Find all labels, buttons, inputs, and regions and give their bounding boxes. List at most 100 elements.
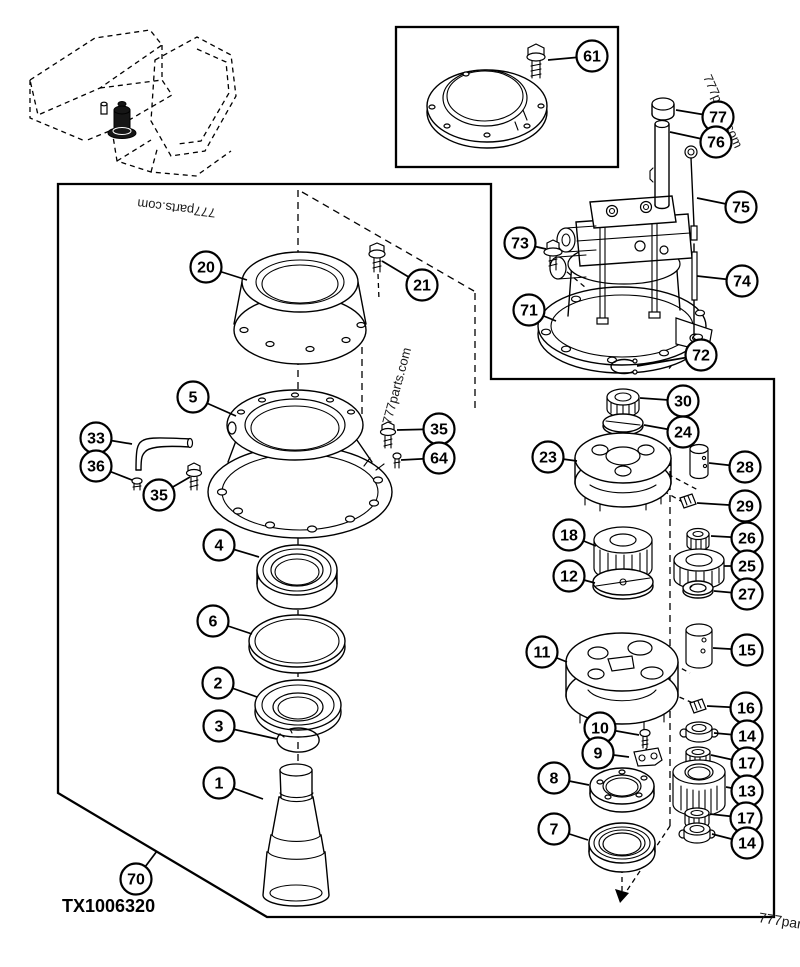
callout-circle-35[interactable] [142, 478, 176, 512]
callout-number-18: 18 [560, 528, 578, 545]
bolt-21-part [368, 242, 386, 273]
callout-circle-9[interactable] [581, 736, 615, 770]
callout-circle-64[interactable] [422, 441, 456, 475]
callout-circle-5[interactable] [176, 380, 210, 414]
callout-75-3[interactable]: 75 [724, 190, 758, 224]
callout-number-1: 1 [215, 776, 224, 793]
callout-27-29[interactable]: 27 [730, 577, 764, 611]
callout-17-42[interactable]: 17 [729, 801, 763, 835]
callout-30-22[interactable]: 30 [666, 384, 700, 418]
callout-circle-72[interactable] [684, 338, 718, 372]
callout-29-26[interactable]: 29 [728, 489, 762, 523]
callout-3-19[interactable]: 3 [202, 709, 236, 743]
callout-circle-29[interactable] [728, 489, 762, 523]
fitting-64-part [392, 452, 402, 469]
pin-28-part [689, 443, 709, 480]
callout-number-33: 33 [87, 431, 105, 448]
seal-2-part [254, 679, 342, 738]
callout-circle-73[interactable] [503, 226, 537, 260]
callout-18-30[interactable]: 18 [552, 518, 586, 552]
callout-circle-21[interactable] [405, 268, 439, 302]
callout-64-15[interactable]: 64 [422, 441, 456, 475]
callout-33-11[interactable]: 33 [79, 421, 113, 455]
callout-15-33[interactable]: 15 [730, 633, 764, 667]
callout-36-12[interactable]: 36 [79, 449, 113, 483]
callout-circle-75[interactable] [724, 190, 758, 224]
callout-1-20[interactable]: 1 [202, 766, 236, 800]
callout-61-0[interactable]: 61 [575, 39, 609, 73]
callout-circle-6[interactable] [196, 604, 230, 638]
callout-circle-27[interactable] [730, 577, 764, 611]
callout-23-24[interactable]: 23 [531, 440, 565, 474]
callout-13-40[interactable]: 13 [730, 774, 764, 808]
callout-6-17[interactable]: 6 [196, 604, 230, 638]
callout-circle-71[interactable] [512, 293, 546, 327]
callout-circle-1[interactable] [202, 766, 236, 800]
callout-number-72: 72 [692, 348, 710, 365]
callout-7-41[interactable]: 7 [537, 812, 571, 846]
callout-circle-3[interactable] [202, 709, 236, 743]
callout-circle-4[interactable] [202, 528, 236, 562]
callout-72-7[interactable]: 72 [684, 338, 718, 372]
plug-36-part [131, 477, 143, 491]
callout-number-27: 27 [738, 587, 756, 604]
housing-5-part [207, 389, 393, 539]
callout-16-35[interactable]: 16 [729, 691, 763, 725]
callout-circle-76[interactable] [699, 125, 733, 159]
snap-ring-3-part [276, 727, 320, 753]
callout-circle-70[interactable] [119, 862, 153, 896]
callout-77-1[interactable]: 77 [701, 100, 735, 134]
watermark-center: 777parts.com [379, 346, 414, 426]
callout-number-25: 25 [738, 559, 756, 576]
callout-5-10[interactable]: 5 [176, 380, 210, 414]
callout-74-5[interactable]: 74 [725, 264, 759, 298]
callout-28-25[interactable]: 28 [728, 450, 762, 484]
callout-circle-36[interactable] [79, 449, 113, 483]
bracket-9-part [633, 747, 663, 767]
callout-circle-11[interactable] [525, 635, 559, 669]
callout-number-26: 26 [738, 531, 756, 548]
callout-24-23[interactable]: 24 [666, 415, 700, 449]
callout-circle-23[interactable] [531, 440, 565, 474]
gear-13-part [672, 759, 726, 817]
callout-circle-14[interactable] [730, 826, 764, 860]
callout-circle-61[interactable] [575, 39, 609, 73]
callout-35-14[interactable]: 35 [422, 412, 456, 446]
callout-number-23: 23 [539, 450, 557, 467]
callout-26-27[interactable]: 26 [730, 521, 764, 555]
callout-35-13[interactable]: 35 [142, 478, 176, 512]
callout-71-6[interactable]: 71 [512, 293, 546, 327]
callout-circle-28[interactable] [728, 450, 762, 484]
callout-12-31[interactable]: 12 [552, 559, 586, 593]
callout-circle-8[interactable] [537, 761, 571, 795]
bolt-35-right-part [379, 421, 397, 449]
callout-11-32[interactable]: 11 [525, 635, 559, 669]
excavator-overview [29, 29, 237, 177]
callout-number-11: 11 [534, 645, 551, 662]
callout-73-4[interactable]: 73 [503, 226, 537, 260]
callout-circle-74[interactable] [725, 264, 759, 298]
callout-21-9[interactable]: 21 [405, 268, 439, 302]
callout-14-43[interactable]: 14 [730, 826, 764, 860]
callout-circle-2[interactable] [201, 666, 235, 700]
callout-number-17: 17 [737, 811, 755, 828]
callout-9-36[interactable]: 9 [581, 736, 615, 770]
callout-8-39[interactable]: 8 [537, 761, 571, 795]
callout-25-28[interactable]: 25 [730, 549, 764, 583]
callout-17-38[interactable]: 17 [730, 746, 764, 780]
callout-circle-7[interactable] [537, 812, 571, 846]
callout-circle-24[interactable] [666, 415, 700, 449]
callout-circle-18[interactable] [552, 518, 586, 552]
callout-number-35: 35 [430, 422, 448, 439]
flange-8-part [589, 767, 655, 813]
callout-20-8[interactable]: 20 [189, 250, 223, 284]
callout-circle-15[interactable] [730, 633, 764, 667]
callout-circle-12[interactable] [552, 559, 586, 593]
callout-76-2[interactable]: 76 [699, 125, 733, 159]
callout-2-18[interactable]: 2 [201, 666, 235, 700]
callout-4-16[interactable]: 4 [202, 528, 236, 562]
callout-70-21[interactable]: 70 [119, 862, 153, 896]
callout-circle-20[interactable] [189, 250, 223, 284]
callout-number-13: 13 [738, 784, 756, 801]
